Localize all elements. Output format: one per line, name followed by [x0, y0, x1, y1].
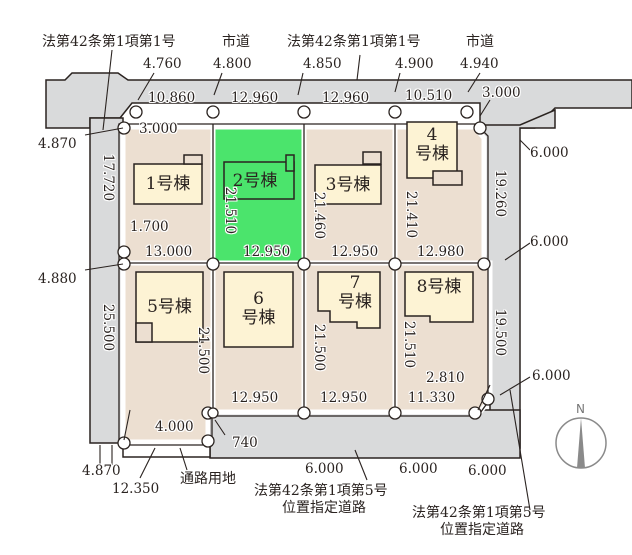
lot1-left-dim: 17.720 [100, 153, 117, 202]
leader-lines [84, 49, 531, 511]
lot3-top-dim: 12.960 [322, 90, 370, 106]
house-7 [317, 271, 381, 329]
road-label-passage-land: 通路用地 [180, 471, 236, 487]
house-6-number: 6 [253, 289, 264, 309]
passage-length-dim: 12.350 [112, 481, 160, 497]
house-1 [133, 163, 203, 205]
house-4 [406, 121, 458, 179]
lot8-corner-dim: 2.810 [426, 370, 465, 386]
house-2-label[interactable]: 2号棟 [232, 171, 278, 191]
house-4-number: 4 [426, 125, 438, 145]
left-road-width-lower: 4.870 [82, 463, 121, 479]
left-road-width-upper: 4.870 [38, 136, 77, 152]
compass-north-label: N [576, 402, 585, 416]
house-3-label[interactable]: 3号棟 [325, 175, 371, 195]
lot8-bottom-dim: 11.330 [408, 390, 456, 406]
lot5-bottom-dim: 4.000 [155, 419, 194, 435]
lot1-corner-bottom-dim: 1.700 [130, 219, 169, 235]
lot8-left-dim: 21.510 [401, 320, 418, 369]
boundary-markers [117, 105, 495, 450]
house-8 [404, 271, 474, 323]
lot5-right-dim: 21.500 [195, 326, 212, 375]
road-label-top-left: 法第42条第1項第1号 [42, 34, 176, 50]
lot4-right-dim: 19.260 [492, 169, 509, 218]
road-label-bottom-right-2: 位置指定道路 [440, 522, 524, 538]
road-label-city-road-2: 市道 [466, 34, 494, 50]
road-width-top-2: 4.800 [213, 56, 252, 72]
right-road-width-middle: 6.000 [530, 234, 569, 250]
lot4-top-dim: 10.510 [405, 88, 453, 104]
right-road-width-lower: 6.000 [532, 368, 571, 384]
lot1-bottom-dim: 13.000 [145, 244, 193, 260]
road-label-city-road-1: 市道 [222, 34, 250, 50]
lot2-bottom-dim: 12.950 [243, 244, 291, 260]
lot3-left-dim: 21.460 [311, 191, 328, 240]
bottom-road-width-3: 6.000 [468, 463, 507, 479]
lot2-top-dim: 12.960 [231, 90, 279, 106]
lot8-right-dim: 19.500 [492, 308, 509, 357]
bottom-road-width-2: 6.000 [399, 461, 438, 477]
lot3-bottom-dim: 12.950 [331, 244, 379, 260]
road-width-top-5: 4.940 [460, 56, 499, 72]
road-width-top-4: 4.900 [395, 56, 434, 72]
road-label-bottom-mid-2: 位置指定道路 [282, 500, 366, 516]
road-label-bottom-mid-1: 法第42条第1項第5号 [254, 483, 388, 499]
road-label-bottom-right-1: 法第42条第1項第5号 [412, 505, 546, 521]
road-width-top-3: 4.850 [303, 56, 342, 72]
lot1-corner-top-dim: 3.000 [139, 121, 178, 137]
house-7-number: 7 [349, 273, 361, 293]
house-6-label[interactable]: 6 号棟 [224, 290, 293, 328]
house-6 [223, 271, 294, 348]
lot7-left-dim: 21.500 [311, 323, 328, 372]
left-road-width-middle: 4.880 [38, 271, 77, 287]
lot6-bottom-dim: 12.950 [231, 390, 279, 406]
lot2-left-dim: 21.510 [222, 186, 239, 235]
lot1-top-dim: 10.860 [148, 90, 196, 106]
lot7-bottom-dim: 12.950 [320, 390, 368, 406]
lot4-bottom-dim: 12.980 [417, 244, 465, 260]
compass-icon [555, 417, 607, 469]
road-width-top-1: 4.760 [143, 56, 182, 72]
lot5-left-dim: 25.500 [100, 303, 117, 352]
house-1-label[interactable]: 1号棟 [145, 174, 191, 194]
house-5-label[interactable]: 5号棟 [147, 297, 192, 317]
left-road [89, 117, 124, 444]
passage-width-dim: 740 [232, 435, 258, 451]
bottom-road-width-1: 6.000 [305, 461, 344, 477]
house-3 [314, 164, 382, 205]
right-road-width-upper: 6.000 [530, 145, 569, 161]
house-2 [223, 161, 295, 200]
house-7-label[interactable]: 7 号棟 [330, 274, 380, 312]
house-4-label[interactable]: 4 号棟 [407, 126, 457, 164]
house-4-suffix: 号棟 [415, 144, 449, 164]
lot4-corner-dim: 3.000 [482, 85, 521, 101]
lot4-left-dim: 21.410 [403, 190, 420, 239]
house-7-suffix: 号棟 [338, 292, 372, 312]
road-label-top-middle: 法第42条第1項第1号 [287, 34, 421, 50]
house-8-label[interactable]: 8号棟 [416, 277, 462, 297]
house-6-suffix: 号棟 [241, 308, 276, 328]
